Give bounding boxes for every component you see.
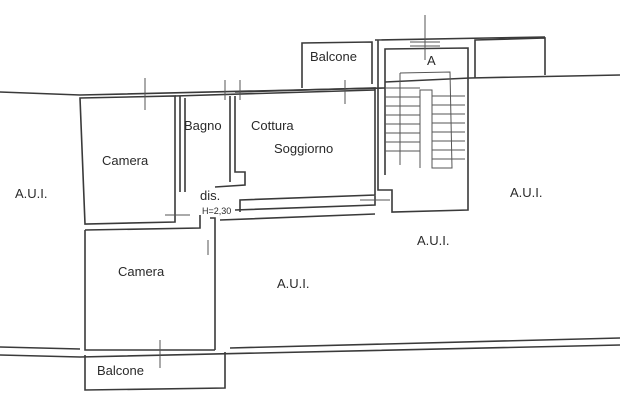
ceiling-height-label: H=2,30: [202, 206, 232, 216]
stair-label: A: [427, 53, 436, 68]
room-label-aui-stair: A.U.I.: [417, 233, 450, 248]
room-label-aui-right: A.U.I.: [510, 185, 543, 200]
room-label-balcone-top: Balcone: [310, 49, 357, 64]
room-label-dis: dis.: [200, 188, 221, 203]
room-label-soggiorno: Soggiorno: [274, 141, 334, 156]
room-label-camera-bottom: Camera: [118, 264, 165, 279]
room-label-aui-left: A.U.I.: [15, 186, 48, 201]
room-label-cottura: Cottura: [251, 118, 294, 133]
room-label-balcone-bottom: Balcone: [97, 363, 144, 378]
room-label-camera-top: Camera: [102, 153, 149, 168]
room-label-bagno: Bagno: [184, 118, 222, 133]
room-label-aui-center: A.U.I.: [277, 276, 310, 291]
